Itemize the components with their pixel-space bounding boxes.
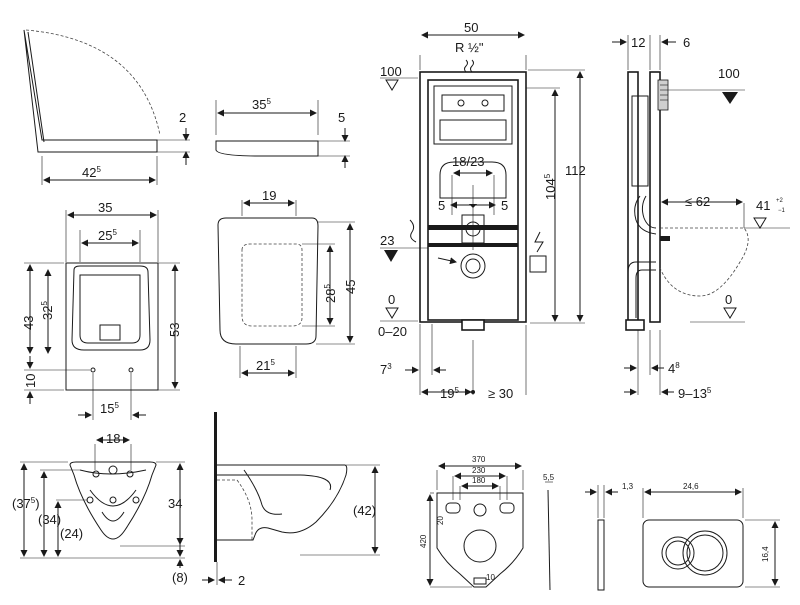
dim-bowl-spacing: 18 [106, 431, 120, 446]
seat-front-view: 35 255 43 325 53 10 155 [21, 200, 182, 420]
dim-plate-height: 16,4 [761, 546, 770, 562]
dim-bowl-8: (8) [172, 570, 188, 585]
dim-profile-height: 5 [338, 110, 345, 125]
level-100-front: 100 [380, 64, 402, 79]
dim-side-6: 6 [683, 35, 690, 50]
bowl-side-view: (42) 2 [202, 412, 380, 588]
flush-button-small[interactable] [661, 536, 695, 570]
label-water-connection: R ½" [455, 40, 484, 55]
dim-seat-hole-offset: 10 [23, 374, 38, 388]
dim-pad-thickness: 5,5 [543, 473, 555, 482]
seat-side-view: 2 425 [23, 29, 190, 185]
dim-profile-width: 355 [252, 97, 271, 112]
dim-bowl-24: (24) [60, 526, 83, 541]
level-100-side: 100 [718, 66, 740, 81]
electrical-connection-icon [534, 231, 544, 253]
dim-seat-outer-width: 35 [98, 200, 112, 215]
dim-side-12: 12 [631, 35, 645, 50]
dim-seat-hole-width: 255 [98, 228, 117, 243]
dim-half-right: 5 [501, 198, 508, 213]
dim-side-bottom-4: 48 [668, 361, 680, 376]
dim-pad-370: 370 [472, 455, 486, 464]
dim-pad-180: 180 [472, 476, 486, 485]
dim-lid-height: 45 [343, 280, 358, 294]
dim-seat-left-height: 43 [21, 316, 36, 330]
lid-front-view: 19 45 285 215 [217, 188, 358, 378]
flush-arrow-icon [409, 219, 457, 265]
bowl-front-view: 18 (375) (34) (24) 34 (8) [12, 431, 188, 585]
seat-profile-view: 355 5 [215, 97, 350, 168]
dim-frame-height: 112 [565, 163, 586, 178]
dim-seat-thickness: 2 [179, 110, 186, 125]
dim-frame-width: 50 [464, 20, 478, 35]
sound-insulation-pad: 370 230 180 20 420 10 5,5 [419, 455, 555, 591]
dim-bowl-side-height: (42) [353, 503, 376, 518]
frame-front-view: 50 R ½" 100 18/23 5 5 23 112 [378, 20, 586, 401]
tolerance-plus: +2 [776, 198, 784, 204]
dim-seat-length: 425 [82, 165, 101, 180]
flush-button-large[interactable] [682, 530, 728, 576]
frame-side-view: 12 6 100 ≤ 62 41 +2 −1 0 48 9–135 [612, 35, 790, 401]
dim-inlet-height: 1045 [543, 173, 558, 200]
dim-plate-width: 24,6 [683, 482, 699, 491]
dim-seat-right-height: 53 [167, 323, 182, 337]
dim-seat-inner-height: 325 [40, 301, 55, 320]
dim-bottom-right: ≥ 30 [488, 386, 513, 401]
dim-bowl-375: (375) [12, 496, 40, 511]
dim-seat-hole-spacing: 155 [100, 401, 119, 416]
dim-lid-bottom: 215 [256, 358, 275, 373]
dim-pad-420: 420 [419, 534, 428, 548]
dim-side-depth: ≤ 62 [685, 194, 710, 209]
dim-pad-230: 230 [472, 466, 486, 475]
tolerance-minus: −1 [778, 208, 786, 214]
dim-pad-10: 10 [486, 573, 495, 582]
dim-half-left: 5 [438, 198, 445, 213]
dim-plate-depth: 1,3 [622, 482, 634, 491]
water-inlet-icon [464, 59, 474, 73]
dim-lid-inner: 285 [323, 284, 338, 303]
dim-side-range: 9–135 [678, 386, 712, 401]
dim-bowl-34-right: 34 [168, 496, 182, 511]
dim-bowl-side-wall: 2 [238, 573, 245, 588]
dim-pad-20: 20 [436, 516, 445, 525]
floor-0-front: 0 [388, 292, 395, 307]
dim-side-offset: 73 [380, 362, 392, 377]
flush-plate: 1,3 24,6 16,4 [585, 482, 780, 591]
level-23: 23 [380, 233, 394, 248]
dim-bottom-left: 195 [440, 386, 459, 401]
dim-center-distance: 18/23 [452, 154, 485, 169]
dim-lid-top: 19 [262, 188, 276, 203]
dim-floor-range: 0–20 [378, 324, 407, 339]
floor-0-side: 0 [725, 292, 732, 307]
dim-side-outlet: 41 [756, 198, 770, 213]
